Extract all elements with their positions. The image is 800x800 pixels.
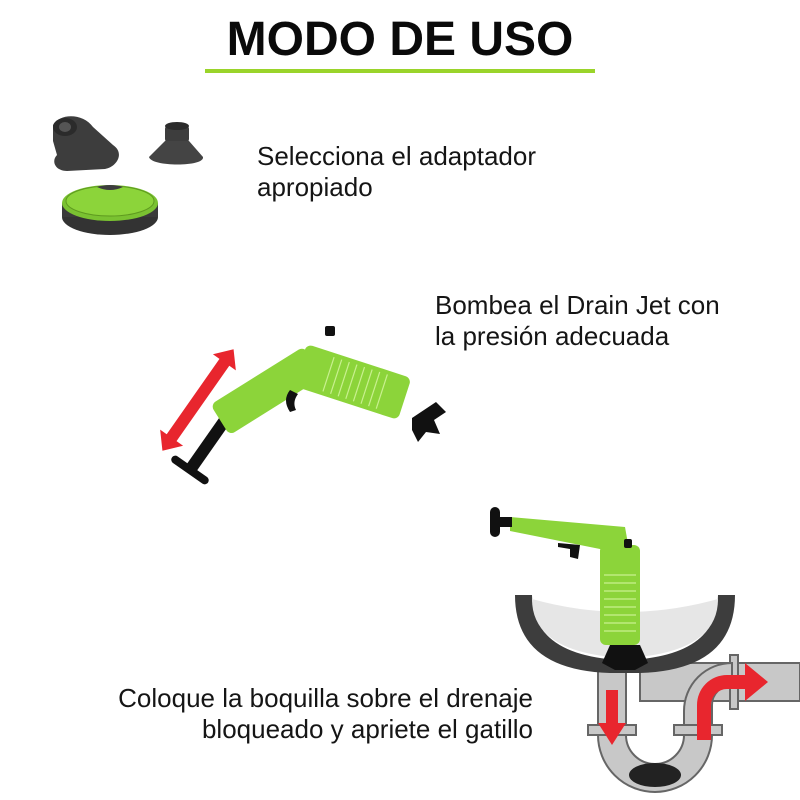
title-underline xyxy=(205,69,595,73)
step-1-line-1: Selecciona el adaptador xyxy=(257,141,536,171)
step-3-text: Coloque la boquilla sobre el drenaje blo… xyxy=(60,683,533,745)
pump-gun-icon xyxy=(160,326,446,485)
step-2-text: Bombea el Drain Jet con la presión adecu… xyxy=(435,290,720,352)
sink-drain-icon xyxy=(490,507,800,793)
step-2-line-1: Bombea el Drain Jet con xyxy=(435,290,720,320)
double-arrow-icon xyxy=(160,349,236,451)
adapters-icon xyxy=(53,116,204,235)
step-2-line-2: la presión adecuada xyxy=(435,321,670,351)
step-3-line-2: bloqueado y apriete el gatillo xyxy=(201,714,533,744)
step-3-line-1: Coloque la boquilla sobre el drenaje xyxy=(118,683,533,713)
step-1-line-2: apropiado xyxy=(257,172,373,202)
page-title: MODO DE USO xyxy=(226,13,574,66)
step-1-text: Selecciona el adaptador apropiado xyxy=(257,141,536,203)
